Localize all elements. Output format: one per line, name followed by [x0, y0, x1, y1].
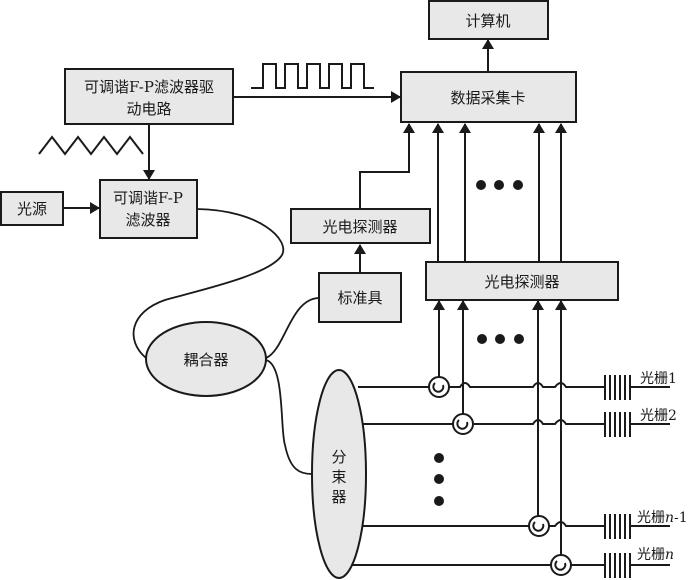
triangle-wave-icon — [38, 135, 144, 156]
reference-etalon-box: 标准具 — [318, 272, 402, 323]
fp-filter-box: 可调谐F-P 滤波器 — [99, 179, 198, 239]
ellipsis-dots-upper — [476, 180, 523, 190]
grating-n-label: 光栅n — [637, 547, 674, 563]
photodetector-array-box: 光电探测器 — [425, 261, 619, 301]
circulator-arrow-icon — [432, 382, 445, 393]
grating-2-label: 光栅2 — [640, 408, 677, 424]
photodetector-single-label: 光电探测器 — [322, 218, 397, 236]
grating-1: 光栅1 — [604, 371, 677, 400]
fp-driver-box: 可调谐F-P滤波器驱 动电路 — [64, 68, 234, 125]
computer-box: 计算机 — [428, 0, 549, 40]
circulator-arrow-icon — [456, 419, 469, 430]
fiber-coupler-to-reference — [265, 297, 319, 359]
splitter-label-char-2: 束 — [331, 468, 346, 486]
circulator-2 — [452, 413, 474, 435]
grating-symbol-icon — [604, 553, 631, 578]
grating-2: 光栅2 — [604, 408, 677, 437]
circulator-n-1 — [528, 515, 550, 537]
grating-symbol-icon — [604, 375, 631, 400]
grating-1-label: 光栅1 — [640, 371, 677, 387]
circulator-n — [550, 554, 572, 576]
daq-card-box: 数据采集卡 — [400, 71, 577, 123]
splitter-ellipse: 分 束 器 — [311, 369, 367, 579]
branch-fiber-1 — [358, 382, 604, 388]
photodetector-array-label: 光电探测器 — [484, 273, 559, 291]
circulator-arrow-icon — [554, 560, 567, 571]
light-source-box: 光源 — [0, 191, 64, 226]
daq-card-label: 数据采集卡 — [450, 89, 525, 107]
grating-symbol-icon — [604, 412, 631, 437]
grating-n-1-label: 光栅n-1 — [637, 510, 688, 526]
splitter-label-char-3: 器 — [331, 488, 346, 506]
splitter-label-char-1: 分 — [331, 448, 346, 466]
fiber-coupler-to-splitter — [265, 359, 313, 475]
fiber-filter-to-coupler — [132, 208, 285, 359]
ellipsis-dots-vertical — [434, 453, 444, 506]
circulator-arrow-icon — [532, 521, 545, 532]
grating-symbol-icon — [604, 514, 631, 539]
fp-driver-label-line2: 动电路 — [126, 100, 171, 118]
single-detector-to-daq-arrow — [359, 123, 415, 209]
fp-filter-label-line1: 可调谐F-P — [113, 189, 183, 207]
reference-label: 标准具 — [337, 289, 382, 307]
fp-driver-label-line1: 可调谐F-P滤波器驱 — [84, 78, 214, 96]
coupler-ellipse: 耦合器 — [145, 321, 267, 397]
grating-n: 光栅n — [604, 547, 674, 578]
fp-filter-label-line2: 滤波器 — [125, 211, 170, 229]
grating-n-1: 光栅n-1 — [604, 510, 688, 539]
computer-label: 计算机 — [465, 12, 510, 30]
light-source-label: 光源 — [17, 200, 47, 218]
square-wave-icon — [251, 63, 374, 89]
ellipsis-dots-middle — [477, 334, 524, 344]
coupler-label: 耦合器 — [183, 351, 228, 369]
branch-fiber-2 — [362, 419, 604, 425]
circulator-1 — [428, 376, 450, 398]
photodetector-single-box: 光电探测器 — [290, 208, 431, 244]
branch-fiber-n-1 — [362, 521, 604, 527]
